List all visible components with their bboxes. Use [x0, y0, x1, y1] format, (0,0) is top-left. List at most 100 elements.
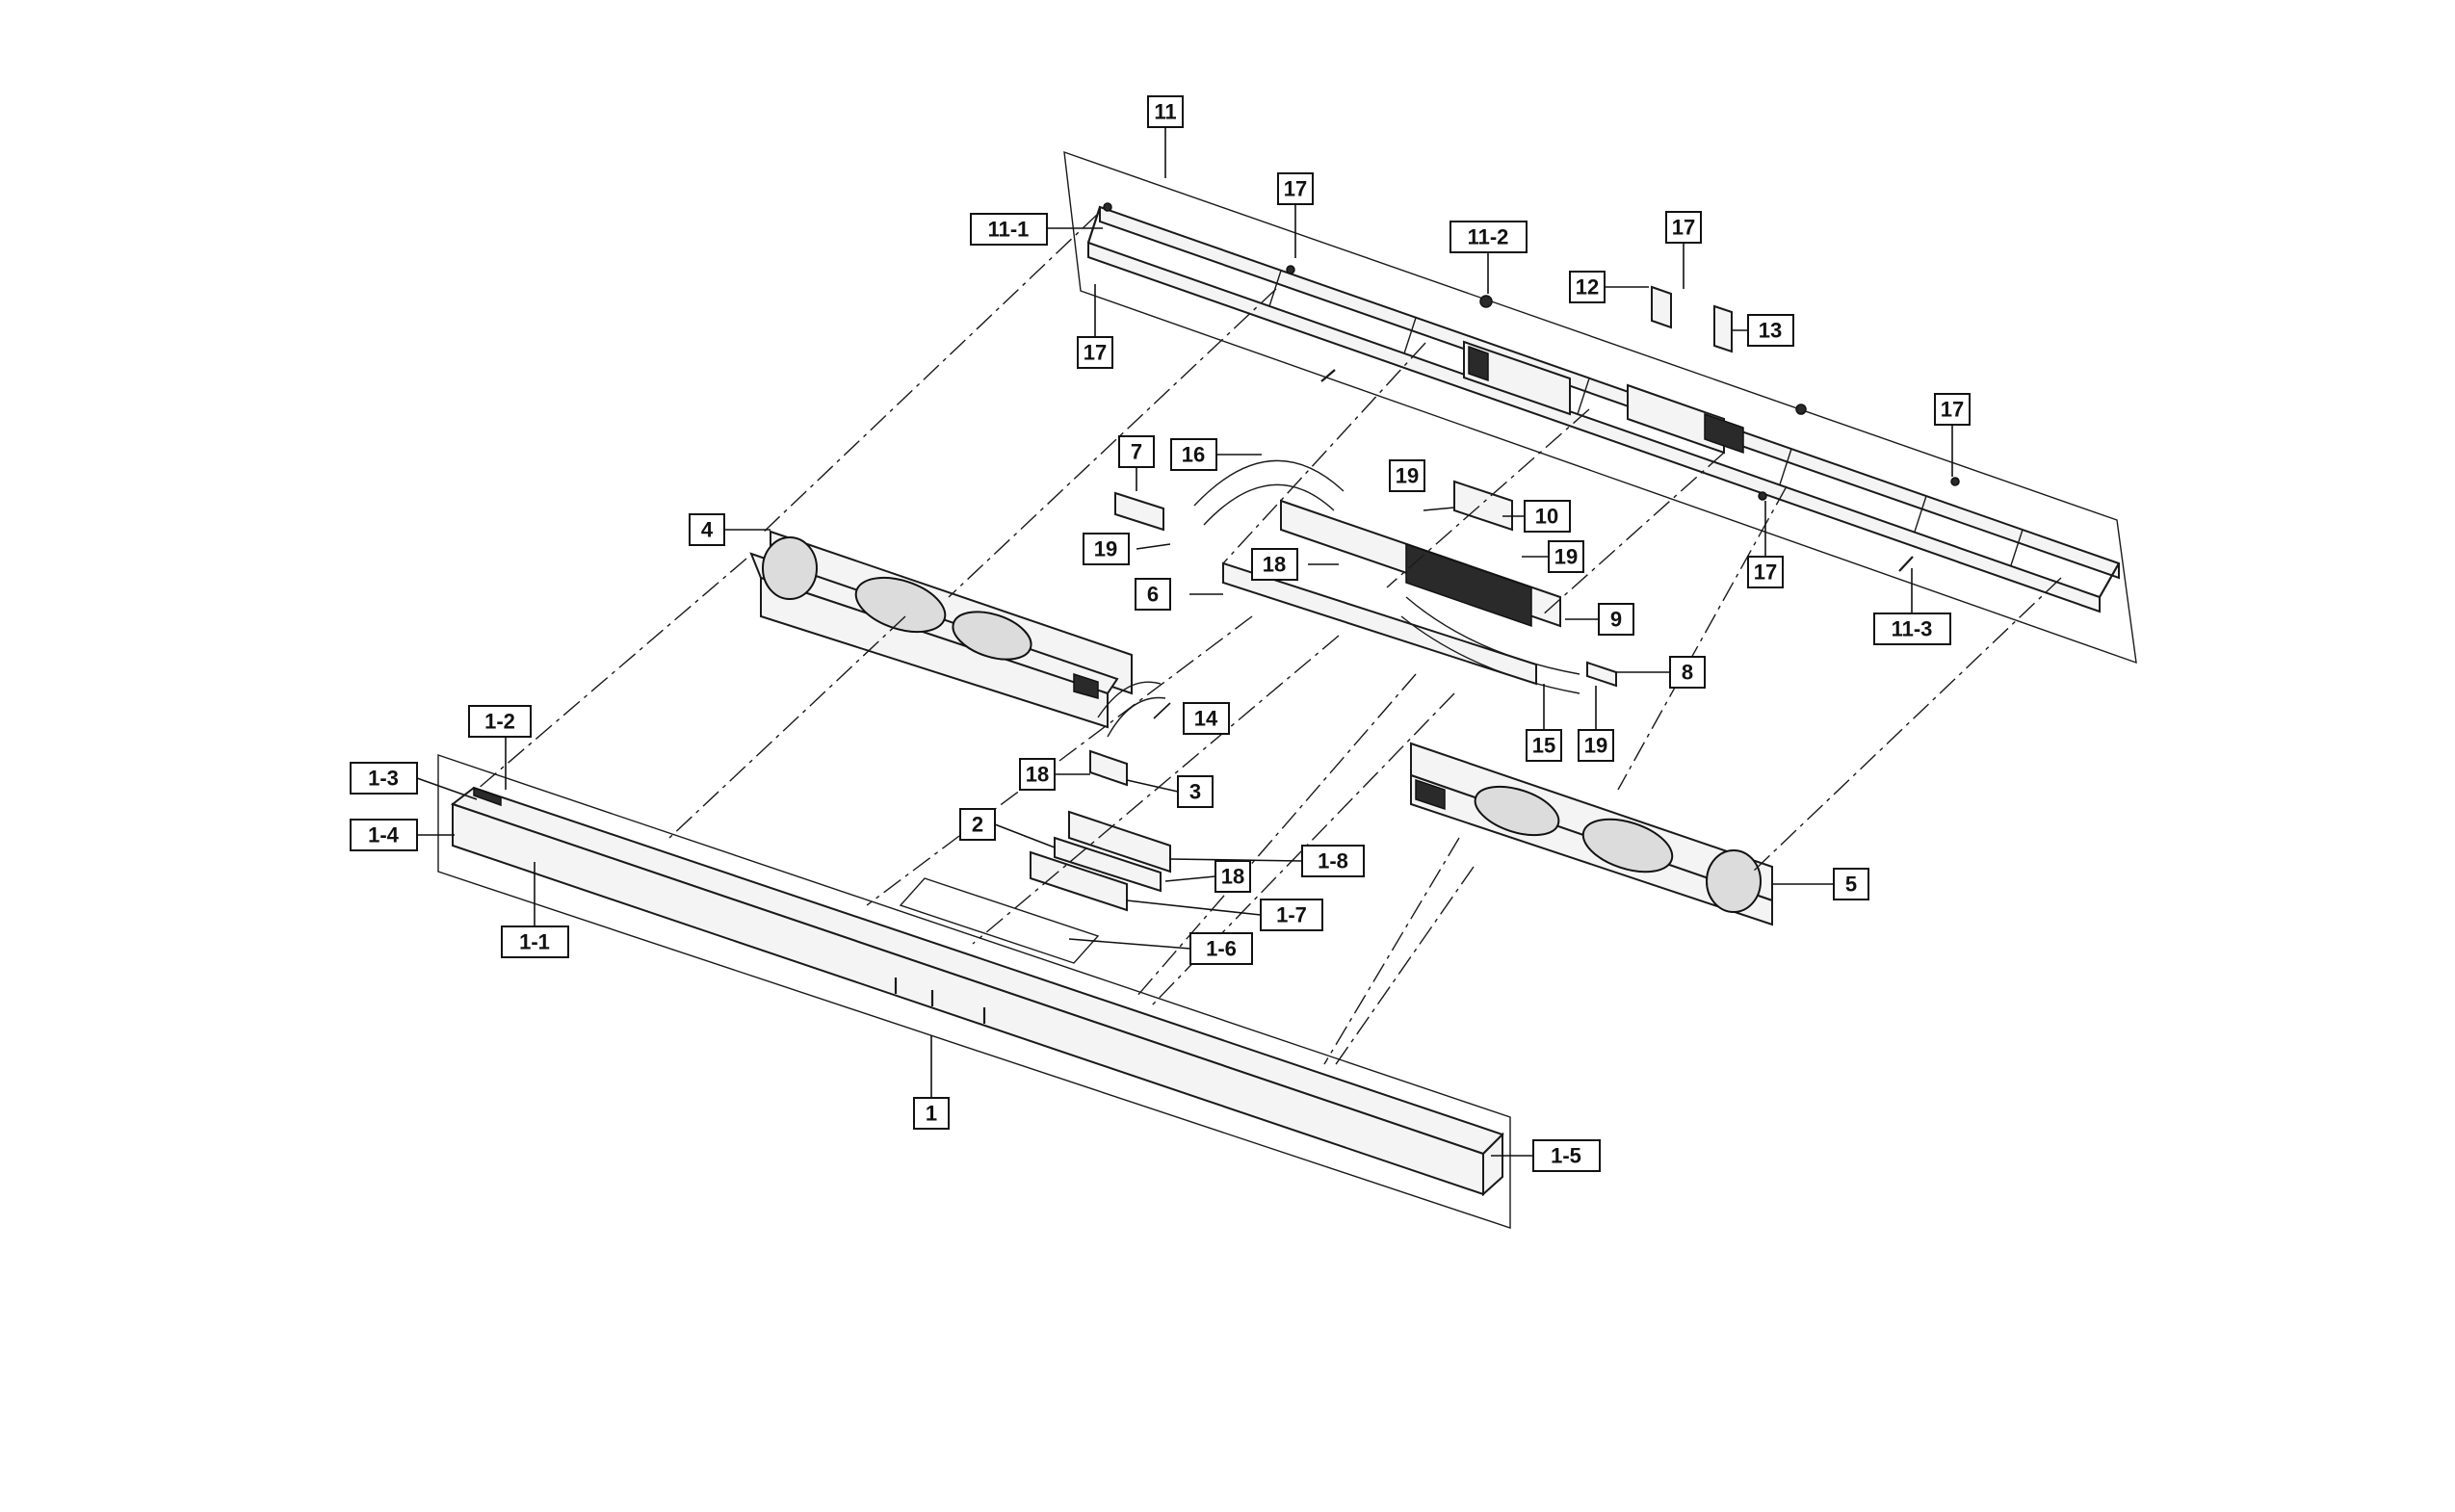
connector-board-8 — [1586, 661, 1617, 688]
callout-1-5: 1-5 — [1532, 1139, 1601, 1172]
svg-text:6: 6 — [1147, 583, 1159, 607]
svg-text:19: 19 — [1554, 545, 1578, 569]
front-cabinet-group — [437, 754, 1511, 1229]
display-window-2 — [1054, 836, 1162, 893]
right-woofer-2-icon — [1581, 818, 1674, 873]
callout-17: 17 — [1077, 336, 1113, 369]
module-board-7 — [1114, 491, 1164, 532]
callout-16: 16 — [1170, 438, 1217, 471]
callout-11-1: 11-1 — [970, 213, 1048, 246]
svg-text:4: 4 — [701, 518, 714, 542]
svg-text:1: 1 — [926, 1102, 937, 1126]
callout-14: 14 — [1183, 702, 1230, 735]
callout-7: 7 — [1118, 435, 1155, 468]
svg-text:1-2: 1-2 — [484, 710, 515, 734]
right-tweeter-icon — [1706, 849, 1762, 913]
callout-11-2: 11-2 — [1449, 221, 1528, 253]
callout-17: 17 — [1665, 211, 1702, 244]
callout-18: 18 — [1214, 860, 1251, 893]
svg-text:18: 18 — [1026, 763, 1049, 787]
svg-text:17: 17 — [1284, 177, 1307, 201]
right-speaker-module — [1410, 742, 1773, 926]
callout-17: 17 — [1934, 393, 1971, 426]
callout-1: 1 — [913, 1097, 950, 1130]
chassis-outline-frame — [1063, 150, 2137, 665]
callout-1-1: 1-1 — [501, 925, 569, 958]
cabinet-top-face — [450, 786, 1504, 1156]
bracket-13 — [1713, 304, 1733, 353]
alignment-lines — [476, 213, 2062, 1068]
callout-5: 5 — [1833, 868, 1869, 900]
svg-text:10: 10 — [1535, 505, 1558, 529]
callout-18: 18 — [1251, 548, 1298, 581]
callout-1-8: 1-8 — [1301, 845, 1365, 877]
cabinet-end-cap — [1482, 1132, 1503, 1197]
callout-1-7: 1-7 — [1260, 899, 1323, 931]
rear-rail — [1099, 205, 2120, 580]
svg-text:15: 15 — [1532, 734, 1555, 758]
svg-text:1-3: 1-3 — [368, 767, 399, 791]
svg-text:19: 19 — [1396, 464, 1419, 488]
callout-18: 18 — [1019, 758, 1056, 791]
callout-3: 3 — [1177, 775, 1214, 808]
svg-text:17: 17 — [1672, 216, 1695, 240]
svg-text:11-2: 11-2 — [1468, 225, 1509, 249]
svg-text:1-1: 1-1 — [519, 930, 550, 954]
callout-10: 10 — [1524, 500, 1571, 533]
callout-2: 2 — [959, 808, 996, 841]
chassis-ribs — [1268, 270, 2024, 566]
svg-text:16: 16 — [1182, 443, 1205, 467]
chassis-clip-11-3 — [1898, 556, 1914, 572]
svg-text:18: 18 — [1221, 865, 1244, 889]
bracket-12 — [1651, 285, 1672, 329]
callout-11: 11 — [1147, 95, 1184, 128]
svg-text:1-4: 1-4 — [368, 823, 400, 847]
callout-19: 19 — [1083, 533, 1130, 565]
callout-19: 19 — [1548, 540, 1584, 573]
svg-text:11-1: 11-1 — [988, 218, 1030, 242]
chassis-clip — [1320, 369, 1336, 382]
svg-text:5: 5 — [1845, 873, 1857, 897]
callout-19: 19 — [1578, 729, 1614, 762]
callout-1-4: 1-4 — [350, 819, 418, 851]
svg-text:14: 14 — [1194, 707, 1218, 731]
svg-text:19: 19 — [1094, 537, 1117, 561]
heatsink-board — [1405, 542, 1532, 628]
cabinet-emblem — [473, 786, 502, 807]
cabinet-outline-frame — [437, 754, 1511, 1229]
svg-text:18: 18 — [1263, 553, 1286, 577]
sub-board-10 — [1453, 480, 1513, 532]
flat-cable-15 — [1400, 596, 1580, 694]
callout-9: 9 — [1598, 603, 1634, 636]
svg-text:12: 12 — [1576, 275, 1599, 300]
callout-17: 17 — [1747, 556, 1784, 588]
svg-text:17: 17 — [1084, 341, 1107, 365]
bracket-1-8 — [1068, 810, 1171, 873]
svg-text:1-7: 1-7 — [1276, 903, 1307, 927]
left-speaker-module — [749, 530, 1133, 729]
front-rail — [1087, 241, 2101, 613]
svg-text:3: 3 — [1189, 780, 1201, 804]
callout-17: 17 — [1277, 172, 1314, 205]
callout-8: 8 — [1669, 656, 1706, 689]
left-tweeter-icon — [762, 536, 818, 600]
svg-text:17: 17 — [1754, 560, 1777, 585]
callout-13: 13 — [1747, 314, 1794, 347]
callouts: 11 11-1 17 11-2 17 12 13 17 17 17 1 1-3 7… — [350, 95, 1971, 1172]
base-plate-1-6 — [899, 877, 1100, 964]
sensor-board-3 — [1089, 749, 1128, 787]
callout-1-6: 1-6 — [1189, 932, 1253, 965]
svg-text:2: 2 — [972, 813, 983, 837]
left-woofer-2-icon — [952, 611, 1032, 661]
callout-6: 6 — [1135, 578, 1171, 611]
callout-4: 4 — [689, 513, 725, 546]
svg-text:1-8: 1-8 — [1318, 849, 1348, 873]
callout-1-3: 1-3 — [350, 762, 418, 795]
svg-text:19: 19 — [1584, 734, 1607, 758]
callout-12: 12 — [1569, 271, 1606, 303]
rear-chassis-group — [1063, 150, 2137, 665]
svg-text:8: 8 — [1682, 661, 1693, 685]
svg-text:7: 7 — [1131, 440, 1142, 464]
flat-cable-16 — [1193, 459, 1345, 526]
